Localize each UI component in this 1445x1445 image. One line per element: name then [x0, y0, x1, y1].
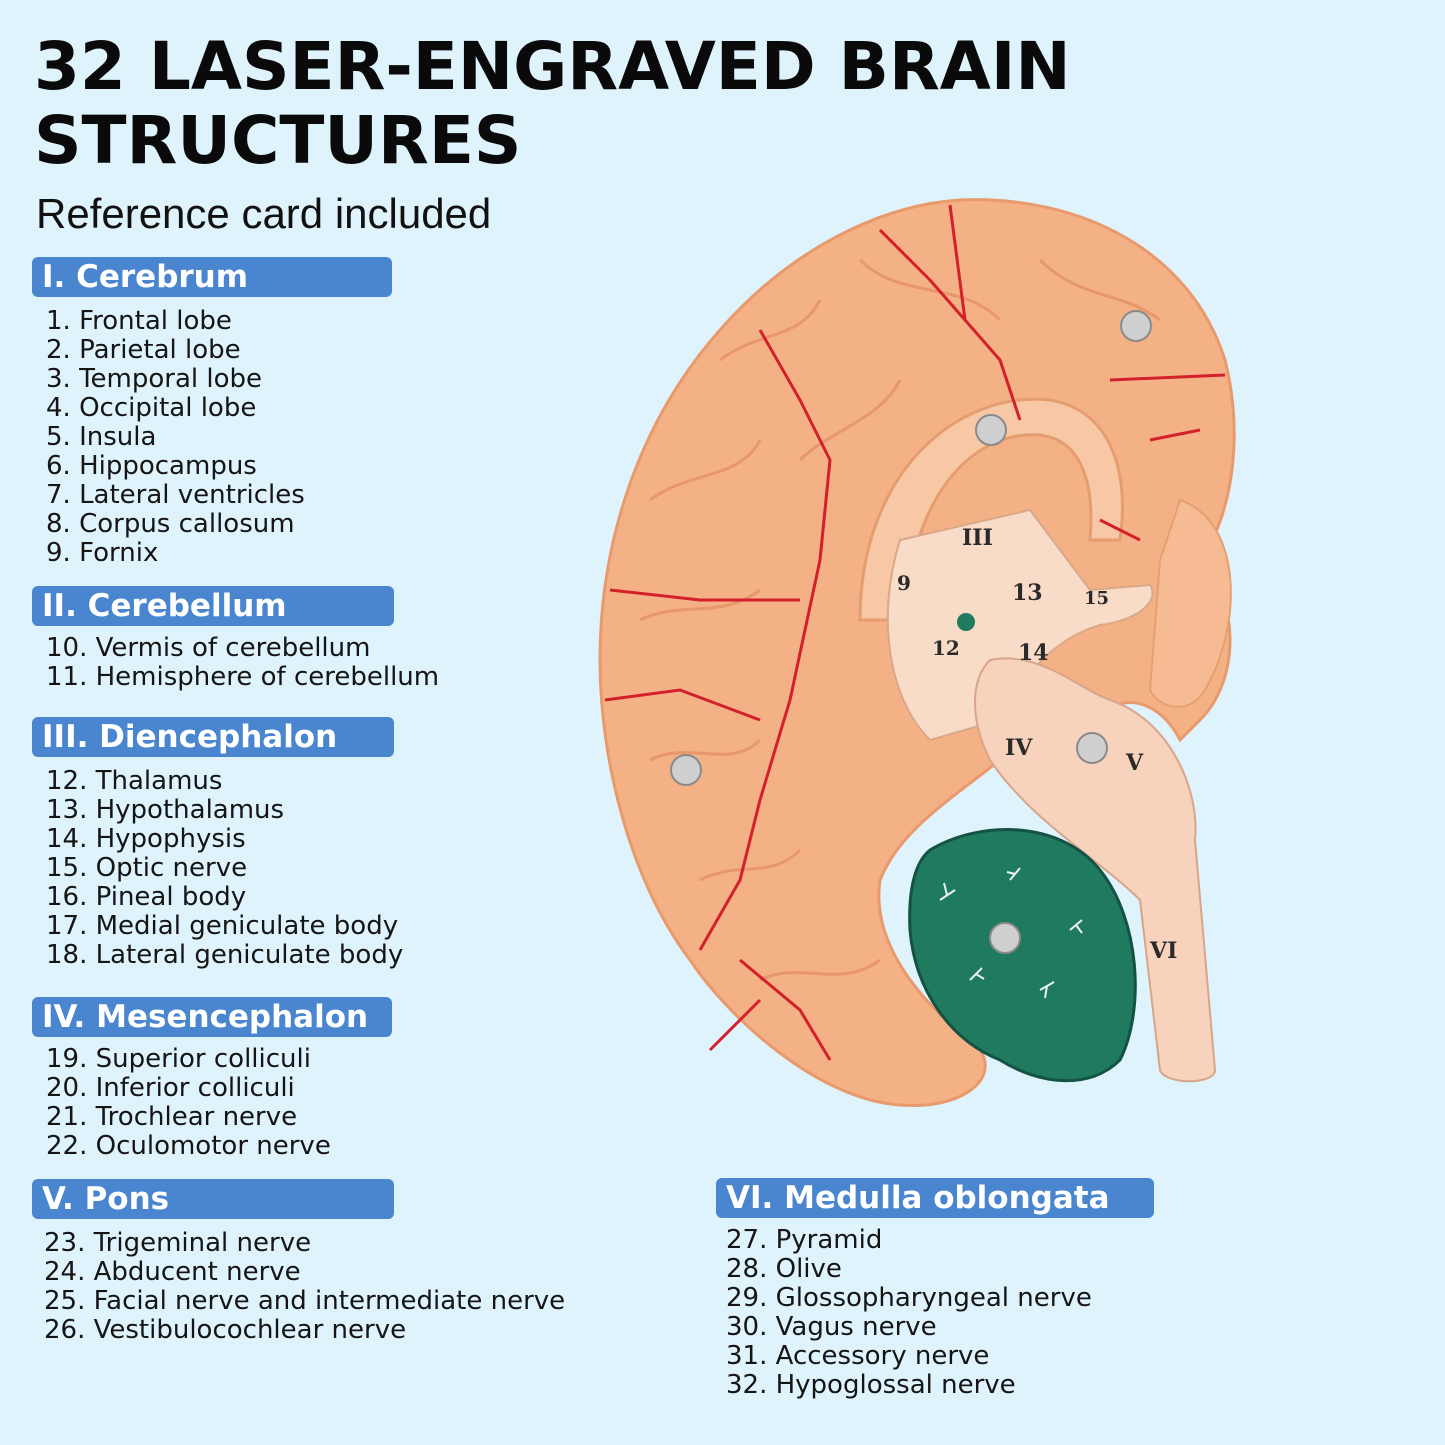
list-item: 22. Oculomotor nerve	[46, 1131, 331, 1161]
engraved-label-vi: VI	[1149, 938, 1177, 964]
section-pons: V. Pons 23. Trigeminal nerve 24. Abducen…	[32, 1179, 565, 1345]
list-item: 9. Fornix	[46, 538, 159, 568]
engraved-label-12: 12	[932, 636, 960, 660]
list-item: 8. Corpus callosum	[46, 509, 295, 539]
section-header-diencephalon: III. Diencephalon	[32, 717, 394, 757]
list-item: 21. Trochlear nerve	[46, 1102, 298, 1132]
list-item: 19. Superior colliculi	[46, 1044, 311, 1074]
page-title: 32 LASER-ENGRAVED BRAIN STRUCTURES	[34, 28, 1071, 179]
magnet-pins	[670, 310, 1152, 954]
corpus-callosum-shape	[858, 397, 1124, 622]
list-item: 26. Vestibulocochlear nerve	[44, 1315, 407, 1345]
list-item: 32. Hypoglossal nerve	[726, 1370, 1016, 1400]
list-item: 24. Abducent nerve	[44, 1257, 301, 1287]
list-item: 5. Insula	[46, 422, 157, 452]
list-item: 16. Pineal body	[46, 882, 247, 912]
engraved-label-15: 15	[1084, 588, 1109, 609]
list-item: 6. Hippocampus	[46, 451, 257, 481]
list-item: 27. Pyramid	[726, 1225, 883, 1255]
section-medulla-oblongata: VI. Medulla oblongata 27. Pyramid 28. Ol…	[716, 1178, 1154, 1400]
list-item: 13. Hypothalamus	[46, 795, 285, 825]
list-item: 11. Hemisphere of cerebellum	[46, 662, 440, 692]
section-cerebrum: I. Cerebrum 1. Frontal lobe 2. Parietal …	[32, 257, 392, 568]
engraved-labels: III 9 12 13 14 15 IV V VI	[897, 525, 1177, 964]
section-header-pons: V. Pons	[32, 1179, 394, 1219]
list-item: 30. Vagus nerve	[726, 1312, 937, 1342]
item-list-cerebrum: 1. Frontal lobe 2. Parietal lobe 3. Temp…	[46, 307, 392, 568]
section-diencephalon: III. Diencephalon 12. Thalamus 13. Hypot…	[32, 717, 403, 970]
engraved-label-v: V	[1125, 750, 1144, 776]
list-item: 7. Lateral ventricles	[46, 480, 305, 510]
engraved-label-14: 14	[1018, 640, 1049, 666]
section-header-cerebellum: II. Cerebellum	[32, 586, 394, 626]
list-item: 12. Thalamus	[46, 766, 223, 796]
engraved-label-9: 9	[897, 571, 911, 595]
section-mesencephalon: IV. Mesencephalon 19. Superior colliculi…	[32, 997, 392, 1161]
occipital-lobe-shape	[1148, 498, 1232, 708]
page-subtitle: Reference card included	[36, 190, 492, 237]
list-item: 20. Inferior colliculi	[46, 1073, 295, 1103]
engraved-label-iii: III	[962, 525, 993, 551]
section-header-mesencephalon: IV. Mesencephalon	[32, 997, 392, 1037]
section-header-cerebrum: I. Cerebrum	[32, 257, 392, 297]
list-item: 10. Vermis of cerebellum	[46, 633, 371, 663]
item-list-mesencephalon: 19. Superior colliculi 20. Inferior coll…	[46, 1045, 392, 1161]
item-list-pons: 23. Trigeminal nerve 24. Abducent nerve …	[44, 1229, 565, 1345]
list-item: 23. Trigeminal nerve	[44, 1228, 312, 1258]
list-item: 29. Glossopharyngeal nerve	[726, 1283, 1092, 1313]
brainstem-shape	[974, 657, 1217, 1083]
engraved-label-iv: IV	[1005, 735, 1033, 761]
artery-lines	[604, 204, 1226, 1061]
list-item: 2. Parietal lobe	[46, 335, 241, 365]
list-item: 18. Lateral geniculate body	[46, 940, 404, 970]
section-header-medulla-oblongata: VI. Medulla oblongata	[716, 1178, 1154, 1218]
item-list-cerebellum: 10. Vermis of cerebellum 11. Hemisphere …	[46, 634, 439, 692]
list-item: 1. Frontal lobe	[46, 306, 232, 336]
list-item: 25. Facial nerve and intermediate nerve	[44, 1286, 566, 1316]
cerebellum-arbor-lines	[939, 867, 1083, 999]
section-cerebellum: II. Cerebellum 10. Vermis of cerebellum …	[32, 586, 439, 692]
engraved-label-13: 13	[1012, 580, 1043, 606]
item-list-medulla-oblongata: 27. Pyramid 28. Olive 29. Glossopharynge…	[726, 1226, 1154, 1400]
list-item: 3. Temporal lobe	[46, 364, 263, 394]
item-list-diencephalon: 12. Thalamus 13. Hypothalamus 14. Hypoph…	[46, 767, 403, 970]
list-item: 14. Hypophysis	[46, 824, 246, 854]
list-item: 31. Accessory nerve	[726, 1341, 990, 1371]
list-item: 28. Olive	[726, 1254, 842, 1284]
list-item: 17. Medial geniculate body	[46, 911, 399, 941]
brain-model-image: III 9 12 13 14 15 IV V VI	[598, 198, 1236, 1108]
list-item: 4. Occipital lobe	[46, 393, 257, 423]
cerebellum-shape	[908, 828, 1137, 1083]
list-item: 15. Optic nerve	[46, 853, 248, 883]
gyri-lines	[639, 258, 1161, 982]
